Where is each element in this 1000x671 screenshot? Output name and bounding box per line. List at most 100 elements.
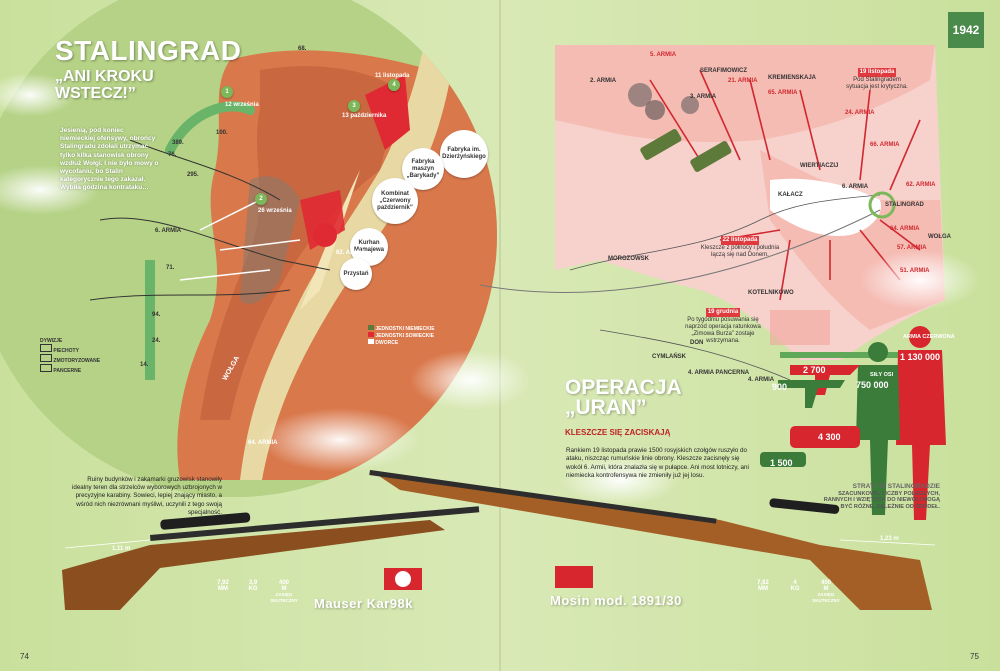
losses-axis-value: 750 000 xyxy=(856,380,889,390)
note-22-nov: 22 listopada Kleszcze z północy i połudn… xyxy=(700,236,780,258)
place-don: DON xyxy=(690,340,704,346)
losses-red-army-value: 1 130 000 xyxy=(900,352,941,362)
stalingrad-subtitle: „ANI KROKU WSTECZ!” xyxy=(55,68,154,102)
losses-planes-axis: 900 xyxy=(772,382,788,392)
place-kremienskaja: KREMIENSKAJA xyxy=(768,75,817,81)
army-51: 51. ARMIA xyxy=(900,268,930,274)
stalingrad-title: STALINGRAD xyxy=(55,35,242,66)
place-stalingrad: STALINGRAD xyxy=(885,202,924,208)
encirclement-pocket xyxy=(770,178,881,236)
page-number-left: 74 xyxy=(20,652,29,661)
mauser-rifle-illustration xyxy=(62,506,480,610)
unit-legend-title: DYWIZJE xyxy=(40,338,63,344)
place-morozowsk: MOROZOWSK xyxy=(608,256,649,262)
unit-71: 71. xyxy=(166,265,175,271)
place-serafimowicz: SERAFIMOWICZ xyxy=(700,68,747,74)
army-62: 62. ARMIA xyxy=(906,182,936,188)
unit-76: 76. xyxy=(168,152,177,158)
note-19-nov: 19 listopada Pod Stalingradem sytuacja j… xyxy=(846,68,908,90)
losses-title: STRATY W STALINGRADZIE xyxy=(852,483,940,490)
stalingrad-marker xyxy=(868,191,896,219)
soviet-pocket-2 xyxy=(313,223,337,247)
place-bubble-dzierzynski: Fabryka im. Dzierżyńskiego xyxy=(440,130,488,178)
army-2: 2. ARMIA xyxy=(590,78,617,84)
place-cymlansk: CYMLAŃSK xyxy=(652,354,686,360)
unit-62-armia: 62. ARMIA xyxy=(336,250,366,256)
unit-legend-armored: PANCERNE xyxy=(53,368,82,374)
sniper-text: Ruiny budynków i zakamarki gruzowisk sta… xyxy=(72,476,222,516)
date-label-3: 13 października xyxy=(342,113,387,119)
army-57: 57. ARMIA xyxy=(897,245,927,251)
mauser-name: Mauser Kar98k xyxy=(314,596,413,611)
mauser-length: 1,11 m xyxy=(112,546,131,552)
army-5: 5. ARMIA xyxy=(650,52,677,58)
tank-red-icon xyxy=(790,426,860,448)
unit-64-armia: 64. ARMIA xyxy=(248,440,278,446)
place-bubble-czerwony: Kombinat „Czerwony październik” xyxy=(372,178,418,224)
unit-295: 295. xyxy=(187,172,199,178)
army-4: 4. ARMIA xyxy=(748,377,775,383)
date-label-1: 12 września xyxy=(225,102,259,108)
unit-24: 24. xyxy=(152,338,161,344)
army-21: 21. ARMIA xyxy=(728,78,758,84)
soviet-flag xyxy=(555,566,593,588)
place-wolga: WOŁGA xyxy=(928,234,951,240)
army-3: 3. ARMIA xyxy=(690,94,717,100)
unit-legend-infantry: PIECHOTY xyxy=(53,348,79,354)
mosin-rifle-illustration xyxy=(369,470,932,610)
losses-note: SZACUNKOWE. LICZBY POLEGŁYCH, RANNYCH I … xyxy=(823,490,940,510)
unit-legend-motorized: ZMOTORYZOWANE xyxy=(53,358,101,364)
unit-94: 94. xyxy=(152,312,161,318)
losses-planes-red: 2 700 xyxy=(803,365,826,375)
legend-german: JEDNOSTKI NIEMIECKIE xyxy=(375,326,435,332)
step-marker-1: 1 xyxy=(221,86,233,98)
step-marker-4: 4 xyxy=(388,79,400,91)
army-64: 64. ARMIA xyxy=(890,226,920,232)
losses-tanks-axis: 1 500 xyxy=(770,458,793,468)
place-bubble-przystan: Przystań xyxy=(340,258,372,290)
unit-100: 100. xyxy=(216,130,228,136)
red-army-soldier-silhouette xyxy=(896,326,946,520)
mosin-length: 1,23 m xyxy=(880,536,899,542)
year-badge: 1942 xyxy=(948,12,984,48)
unit-legend: DYWIZJE PIECHOTY ZMOTORYZOWANE PANCERNE xyxy=(40,338,100,374)
legend-stations: DWORCE xyxy=(375,340,399,346)
page-number-right: 75 xyxy=(970,652,979,661)
operation-uran-text: Rankiem 19 listopada prawie 1500 rosyjsk… xyxy=(566,447,749,479)
army-65: 65. ARMIA xyxy=(768,90,798,96)
legend-soviet: JEDNOSTKI SOWIECKIE xyxy=(375,333,435,339)
army-4-pancerna: 4. ARMIA PANCERNA xyxy=(688,370,750,376)
army-6: 6. ARMIA xyxy=(842,184,869,190)
place-kalacz: KAŁACZ xyxy=(778,192,803,198)
plane-axis-icon xyxy=(778,380,845,408)
unit-14: 14. xyxy=(140,362,149,368)
tank-axis-icon xyxy=(760,452,806,467)
map-legend: JEDNOSTKI NIEMIECKIE JEDNOSTKI SOWIECKIE… xyxy=(368,325,435,346)
losses-tanks-red: 4 300 xyxy=(818,432,841,442)
step-marker-2: 2 xyxy=(255,193,267,205)
losses-axis-label: SIŁY OSI xyxy=(870,372,894,378)
page-spine xyxy=(499,0,501,671)
losses-red-army-label: ARMIA CZERWONA xyxy=(903,334,955,340)
unit-389: 389. xyxy=(172,140,184,146)
stalingrad-intro: Jesienią, pod koniec niemieckiej ofensyw… xyxy=(60,127,159,192)
army-24: 24. ARMIA xyxy=(845,110,875,116)
step-marker-3: 3 xyxy=(348,100,360,112)
unit-68: 68. xyxy=(298,46,307,52)
mosin-name: Mosin mod. 1891/30 xyxy=(550,593,682,608)
date-label-4: 11 listopada xyxy=(375,73,410,79)
operation-uran-subtitle: KLESZCZE SIĘ ZACISKAJĄ xyxy=(565,428,671,437)
soviet-pocket-1 xyxy=(365,75,410,150)
unit-6-armia: 6. ARMIA xyxy=(155,228,182,234)
note-19-dec: 19 grudnia Po tygodniu posuwania się nap… xyxy=(685,308,761,344)
axis-soldier-silhouette xyxy=(856,342,900,515)
operation-uran-title: OPERACJA „URAN” xyxy=(565,376,681,419)
date-label-2: 26 września xyxy=(258,208,292,214)
